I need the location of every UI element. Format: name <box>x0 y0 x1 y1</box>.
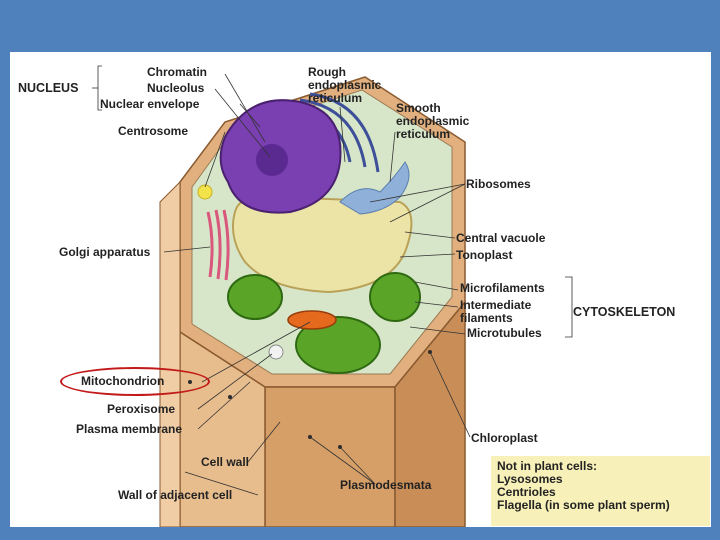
chloroplast-shape-3 <box>295 316 381 374</box>
label-rough-er: Rough endoplasmic reticulum <box>308 65 382 105</box>
mitochondrion-highlight-circle <box>60 367 210 396</box>
label-peroxisome: Peroxisome <box>107 402 176 416</box>
peroxisome-shape <box>268 344 284 360</box>
label-tonoplast: Tonoplast <box>456 248 513 262</box>
slide: NUCLEUS Chromatin Nucleolus Nuclear enve… <box>10 52 711 527</box>
plant-cell-diagram <box>92 65 573 527</box>
chloroplast-shape-2 <box>369 272 421 322</box>
label-cell-wall: Cell wall <box>201 455 250 469</box>
label-microfilaments: Microfilaments <box>460 281 545 295</box>
label-cytoskeleton: CYTOSKELETON <box>573 305 676 319</box>
nucleolus-shape <box>256 144 288 176</box>
label-intermediate-filaments: Intermediate filaments <box>460 298 532 325</box>
label-nuclear-envelope: Nuclear envelope <box>100 97 200 111</box>
note-item-centrioles: Centrioles <box>497 485 556 499</box>
note-item-lysosomes: Lysosomes <box>497 472 563 486</box>
golgi-shape <box>206 209 230 281</box>
label-microtubules: Microtubules <box>467 326 542 340</box>
label-ribosomes: Ribosomes <box>466 177 531 191</box>
centrosome-shape <box>197 184 213 200</box>
mitochondrion-shape <box>287 310 337 330</box>
label-smooth-er: Smooth endoplasmic reticulum <box>396 101 470 141</box>
label-plasma-membrane: Plasma membrane <box>76 422 183 436</box>
chloroplast-shape-1 <box>227 274 283 320</box>
label-chloroplast: Chloroplast <box>471 431 538 445</box>
note-box: Not in plant cells: Lysosomes Centrioles… <box>491 456 710 526</box>
note-item-flagella: Flagella (in some plant sperm) <box>497 498 670 512</box>
label-chromatin: Chromatin <box>147 65 207 79</box>
label-wall-adjacent-cell: Wall of adjacent cell <box>118 488 233 502</box>
label-nucleus: NUCLEUS <box>18 81 79 95</box>
smooth-er-shape <box>339 161 410 215</box>
note-title: Not in plant cells: <box>497 459 598 473</box>
label-centrosome: Centrosome <box>118 124 189 138</box>
leader-lines <box>92 65 573 496</box>
label-golgi: Golgi apparatus <box>59 245 151 259</box>
label-nucleolus: Nucleolus <box>147 81 205 95</box>
label-plasmodesmata: Plasmodesmata <box>340 478 432 492</box>
label-central-vacuole: Central vacuole <box>456 231 546 245</box>
